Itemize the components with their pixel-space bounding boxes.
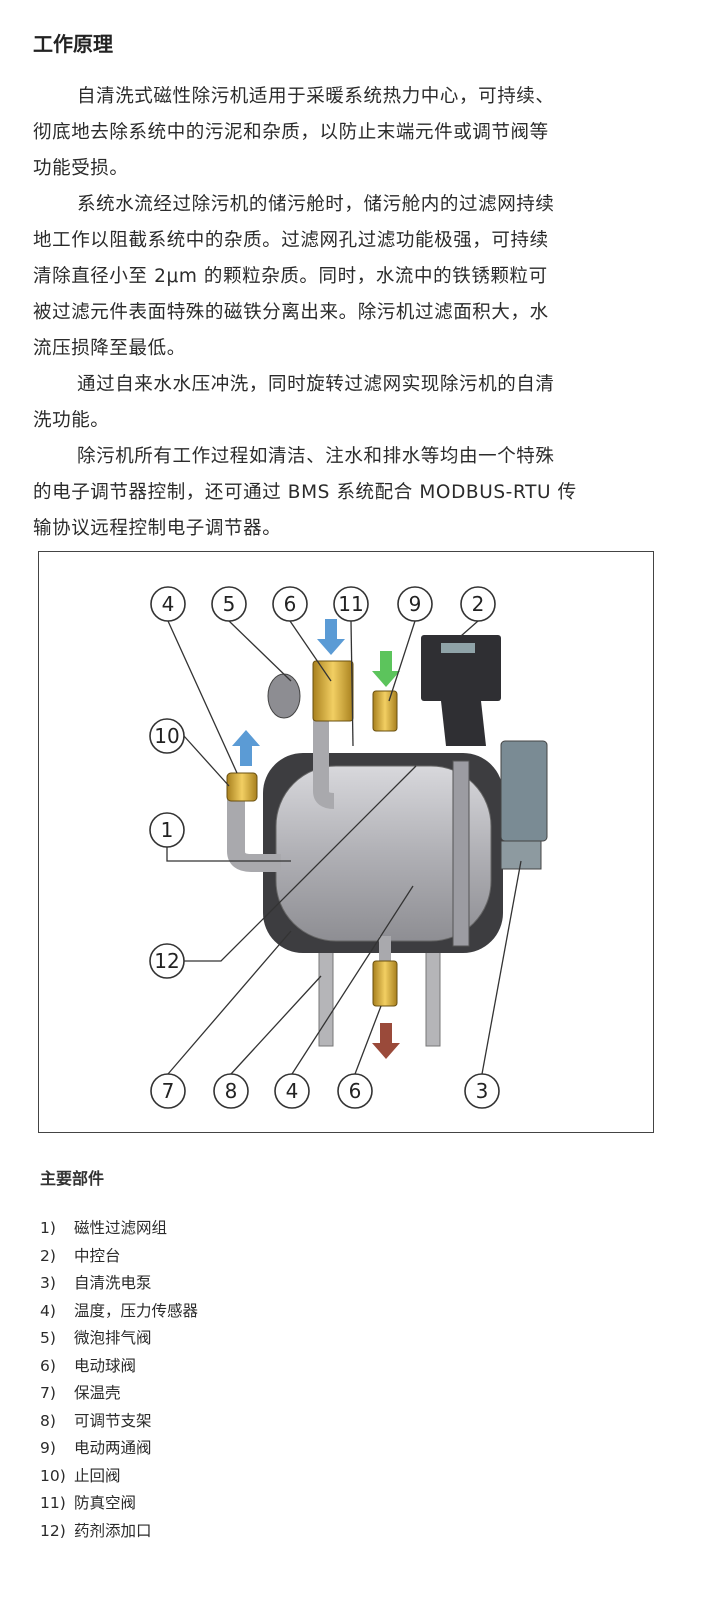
- part-item: 4) 温度，压力传感器: [40, 1298, 198, 1326]
- svg-text:5: 5: [223, 592, 236, 616]
- part-label: 止回阀: [74, 1466, 121, 1485]
- paragraph-line: 自清洗式磁性除污机适用于采暖系统热力中心，可持续、: [77, 86, 555, 107]
- part-label: 电动两通阀: [74, 1439, 152, 1457]
- paragraph-line: 地工作以阻截系统中的杂质。过滤网孔过滤功能极强，可持续: [33, 230, 549, 251]
- callout-number: 1: [149, 812, 185, 848]
- callout-number: 11: [333, 586, 369, 622]
- paragraph-line: 被过滤元件表面特殊的磁铁分离出来。除污机过滤面积大，水: [33, 302, 549, 323]
- callout-number: 5: [211, 586, 247, 622]
- part-number: 2): [40, 1246, 56, 1265]
- callout-number: 12: [149, 943, 185, 979]
- part-number: 3): [40, 1274, 56, 1292]
- description-body: 自清洗式磁性除污机适用于采暖系统热力中心，可持续、彻底地去除系统中的污泥和杂质，…: [33, 79, 658, 547]
- part-number: 7): [40, 1384, 56, 1402]
- part-label: 电动球阀: [74, 1356, 137, 1375]
- svg-text:1: 1: [161, 818, 174, 842]
- part-label: 微泡排气阀: [74, 1329, 152, 1347]
- paragraph-line: 彻底地去除系统中的污泥和杂质，以防止末端元件或调节阀等: [33, 122, 549, 143]
- part-number: 5): [40, 1329, 56, 1347]
- callout-number: 2: [460, 586, 496, 622]
- callout-number: 9: [397, 586, 433, 622]
- part-number: 1): [40, 1219, 56, 1237]
- svg-text:6: 6: [349, 1079, 362, 1103]
- part-number: 8): [40, 1411, 56, 1430]
- paragraph-line: 洗功能。: [33, 410, 110, 431]
- part-label: 药剂添加口: [74, 1521, 152, 1540]
- part-item: 5) 微泡排气阀: [40, 1325, 198, 1353]
- svg-text:4: 4: [162, 592, 175, 616]
- paragraph-line: 输协议远程控制电子调节器。: [33, 518, 282, 539]
- part-label: 中控台: [74, 1246, 121, 1265]
- paragraph-line: 除污机所有工作过程如清洁、注水和排水等均由一个特殊: [77, 446, 555, 467]
- part-number: 6): [40, 1356, 56, 1375]
- part-label: 磁性过滤网组: [74, 1219, 168, 1237]
- part-label: 防真空阀: [74, 1494, 137, 1512]
- callout-number: 6: [272, 586, 308, 622]
- part-item: 6) 电动球阀: [40, 1353, 198, 1381]
- inlet-arrow-icon: [317, 619, 345, 655]
- svg-text:10: 10: [154, 724, 179, 748]
- parts-list: 1) 磁性过滤网组 2) 中控台 3) 自清洗电泵 4) 温度，压力传感器 5) 微泡排气阀 6) 电…: [40, 1215, 198, 1545]
- paragraph-line: 功能受损。: [33, 158, 129, 179]
- paragraph-line: 通过自来水水压冲洗，同时旋转过滤网实现除污机的自清: [77, 374, 555, 395]
- part-number: 9): [40, 1439, 56, 1457]
- part-number: 10): [40, 1466, 66, 1485]
- callout-number: 10: [149, 718, 185, 754]
- callout-number: 8: [213, 1073, 249, 1109]
- svg-text:8: 8: [225, 1079, 238, 1103]
- outlet-arrow-icon: [232, 730, 260, 766]
- part-item: 1) 磁性过滤网组: [40, 1215, 198, 1243]
- drain-arrow-icon: [372, 1023, 400, 1059]
- part-label: 可调节支架: [74, 1411, 152, 1430]
- svg-text:2: 2: [472, 592, 485, 616]
- part-number: 12): [40, 1521, 66, 1540]
- paragraph-line: 系统水流经过除污机的储污舱时，储污舱内的过滤网持续: [77, 194, 555, 215]
- callout-number: 3: [464, 1073, 500, 1109]
- part-item: 8) 可调节支架: [40, 1408, 198, 1436]
- parts-heading: 主要部件: [40, 1169, 105, 1188]
- section-title: 工作原理: [33, 32, 113, 56]
- part-label: 保温壳: [74, 1384, 121, 1402]
- part-item: 10) 止回阀: [40, 1463, 198, 1491]
- paragraph-line: 的电子调节器控制，还可通过 BMS 系统配合 MODBUS-RTU 传: [33, 482, 577, 503]
- part-number: 11): [40, 1494, 66, 1512]
- part-item: 3) 自清洗电泵: [40, 1270, 198, 1298]
- part-item: 11) 防真空阀: [40, 1490, 198, 1518]
- leader-lines: [166, 620, 522, 1075]
- paragraph-line: 清除直径小至 2μm 的颗粒杂质。同时，水流中的铁锈颗粒可: [33, 266, 548, 287]
- paragraph-line: 流压损降至最低。: [33, 338, 186, 359]
- fill-arrow-icon: [372, 651, 400, 687]
- callout-number: 6: [337, 1073, 373, 1109]
- svg-text:4: 4: [286, 1079, 299, 1103]
- part-item: 2) 中控台: [40, 1243, 198, 1271]
- svg-text:11: 11: [338, 592, 363, 616]
- svg-text:9: 9: [409, 592, 422, 616]
- machine-diagram: 4 5 6 11 9 2 10 1 12 7 8 4 6 3: [38, 551, 654, 1133]
- part-item: 7) 保温壳: [40, 1380, 198, 1408]
- part-item: 9) 电动两通阀: [40, 1435, 198, 1463]
- part-label: 温度，压力传感器: [74, 1301, 199, 1320]
- part-item: 12) 药剂添加口: [40, 1518, 198, 1546]
- svg-text:7: 7: [162, 1079, 175, 1103]
- svg-text:12: 12: [154, 949, 179, 973]
- svg-text:3: 3: [476, 1079, 489, 1103]
- callout-number: 4: [150, 586, 186, 622]
- part-number: 4): [40, 1301, 56, 1320]
- machine-illustration: [226, 619, 548, 1059]
- callout-number: 7: [150, 1073, 186, 1109]
- part-label: 自清洗电泵: [74, 1274, 152, 1292]
- svg-text:6: 6: [284, 592, 297, 616]
- callout-number: 4: [274, 1073, 310, 1109]
